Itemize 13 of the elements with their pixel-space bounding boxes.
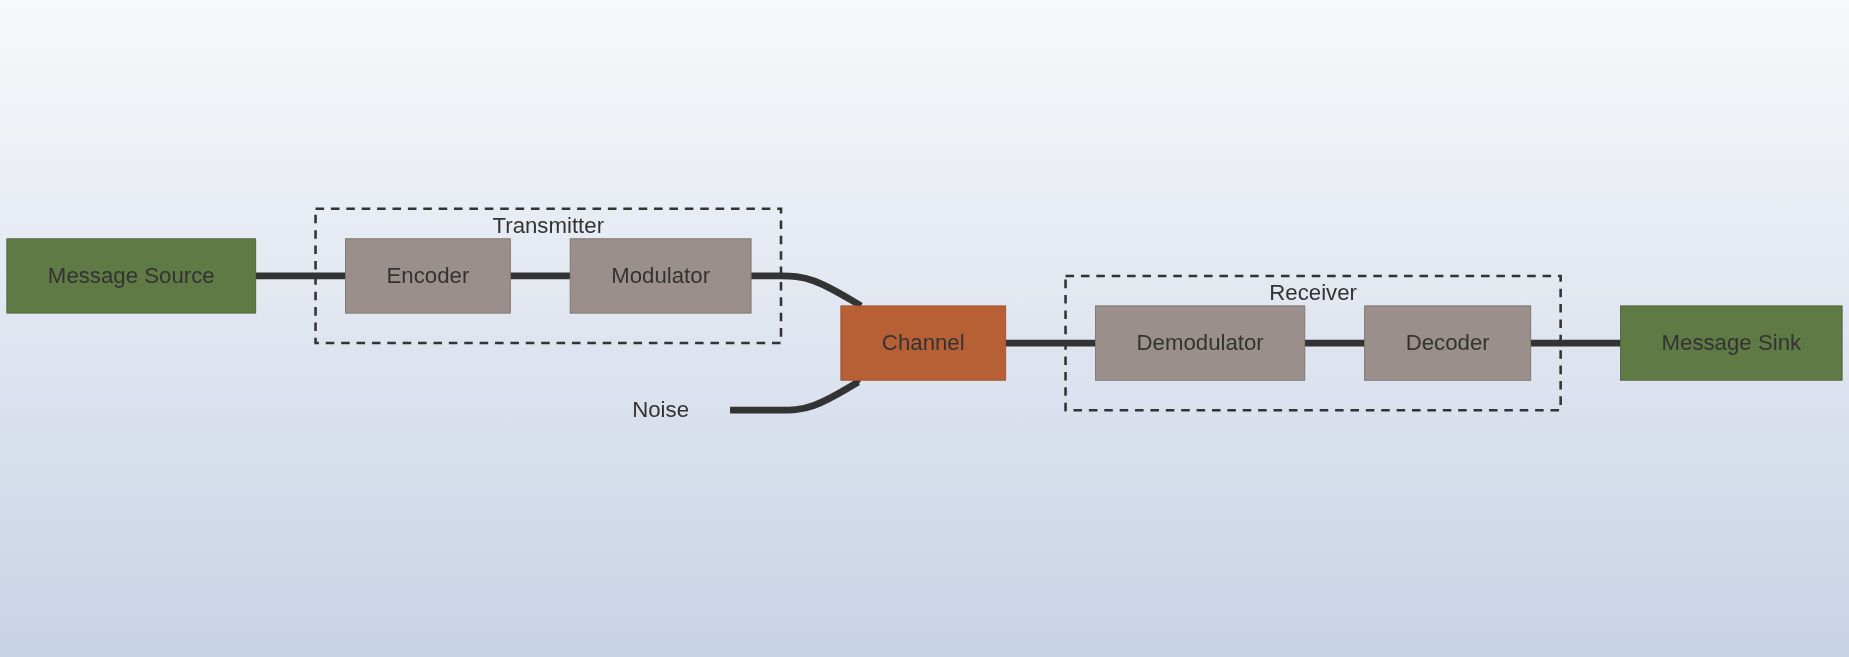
connector bbox=[1005, 340, 1096, 347]
node-box: Message Sink bbox=[1620, 305, 1843, 382]
connector bbox=[255, 272, 346, 280]
connector bbox=[1530, 340, 1621, 347]
node-box: Decoder bbox=[1364, 305, 1532, 382]
node-text: Noise bbox=[632, 397, 690, 423]
node-box: Demodulator bbox=[1095, 305, 1306, 382]
node-box: Message Source bbox=[6, 238, 257, 314]
node-box: Encoder bbox=[345, 238, 511, 314]
connector bbox=[510, 272, 571, 280]
connector bbox=[1304, 340, 1365, 347]
node-box: Modulator bbox=[569, 238, 752, 314]
node-box: Channel bbox=[840, 305, 1007, 382]
